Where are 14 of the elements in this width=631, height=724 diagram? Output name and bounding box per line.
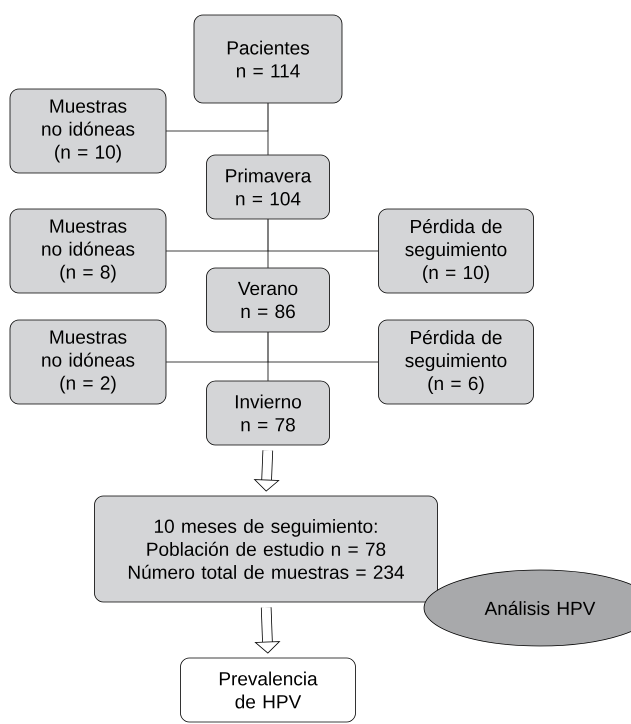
- process-box: Muestras no idóneas (n = 10): [10, 88, 166, 174]
- result-box: Prevalencia de HPV: [180, 658, 356, 722]
- connector-line: [268, 219, 378, 252]
- process-box: Muestras no idóneas (n = 8): [10, 208, 166, 294]
- connector-line: [166, 103, 268, 132]
- process-box: Verano n = 86: [206, 268, 330, 332]
- process-box: 10 meses de seguimiento: Población de estudio n = 78 Número total de muestras = 234: [94, 496, 438, 602]
- process-box: Invierno n = 78: [206, 380, 330, 446]
- process-box: Primavera n = 104: [206, 154, 330, 220]
- process-box: Muestras no idóneas (n = 2): [10, 320, 166, 404]
- process-box: Pérdida de seguimiento (n = 10): [378, 208, 534, 294]
- process-box: Pacientes n = 114: [194, 14, 342, 104]
- process-box: Pérdida de seguimiento (n = 6): [378, 320, 534, 404]
- connector-line: [268, 332, 378, 362]
